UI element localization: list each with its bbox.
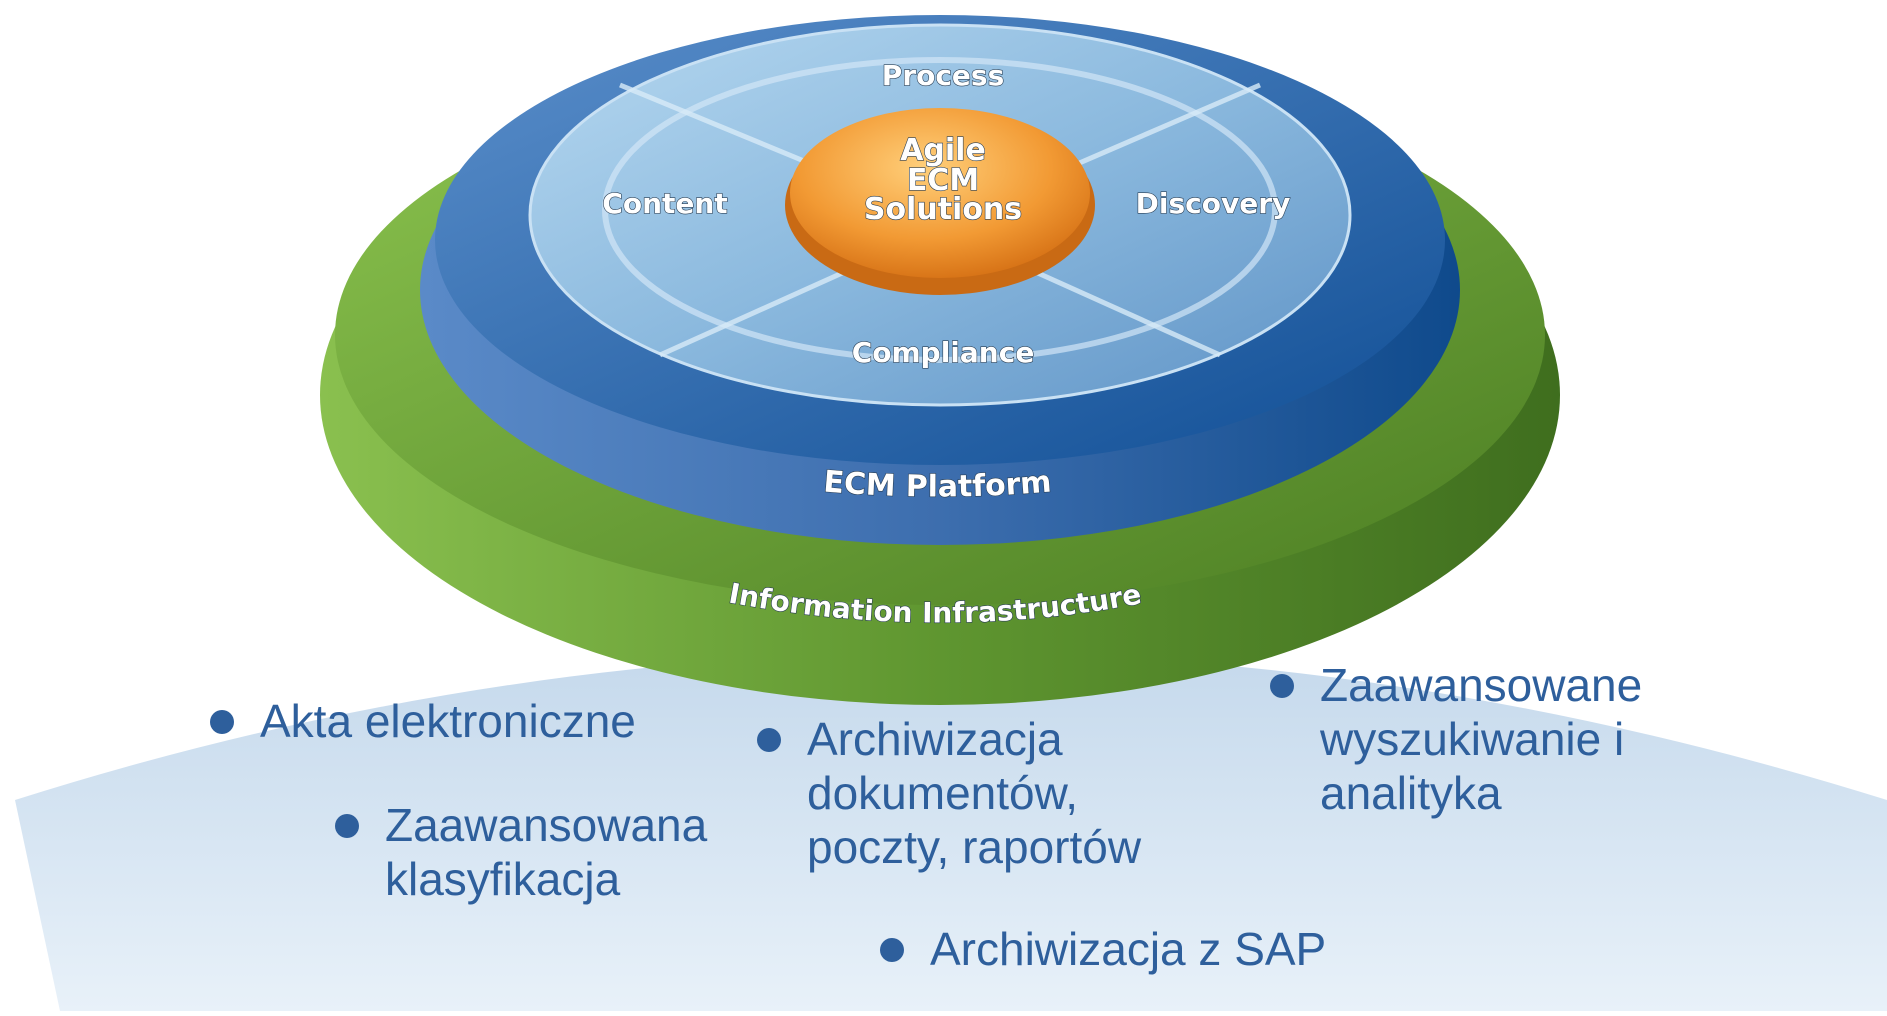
bullet-line: poczty, raportów — [807, 821, 1142, 873]
quadrant-label-discovery: Discovery — [1136, 187, 1291, 220]
bullet-line: Zaawansowana — [385, 799, 708, 851]
bullet-line: Archiwizacja — [807, 713, 1063, 765]
bullet-line: Akta elektroniczne — [260, 695, 636, 747]
bullet-dot — [880, 938, 904, 962]
inner-disc-ring — [602, 57, 1278, 363]
center-disc — [790, 108, 1090, 278]
center-label-line-1: Agile — [900, 133, 986, 168]
bullet-line: Archiwizacja z SAP — [930, 923, 1327, 975]
bullet-line: klasyfikacja — [385, 853, 621, 905]
center-label-line-3: Solutions — [864, 192, 1022, 227]
bullet-dot — [1270, 674, 1294, 698]
bullet-dot — [757, 728, 781, 752]
bullet-line: wyszukiwanie i — [1320, 713, 1625, 765]
bullet-line: Zaawansowane — [1320, 659, 1643, 711]
bullet-line: dokumentów, — [807, 767, 1079, 819]
quadrant-label-compliance: Compliance — [852, 336, 1035, 369]
bullet-dot — [210, 710, 234, 734]
quadrant-label-process: Process — [882, 59, 1005, 92]
ring-label-ecm-platform: ECM Platform — [822, 464, 1052, 504]
bullet-line: analityka — [1320, 767, 1502, 819]
bullet-dot — [335, 814, 359, 838]
quadrant-label-content: Content — [602, 187, 727, 220]
center-label-line-2: ECM — [907, 163, 979, 198]
fan-background — [15, 652, 1887, 1011]
